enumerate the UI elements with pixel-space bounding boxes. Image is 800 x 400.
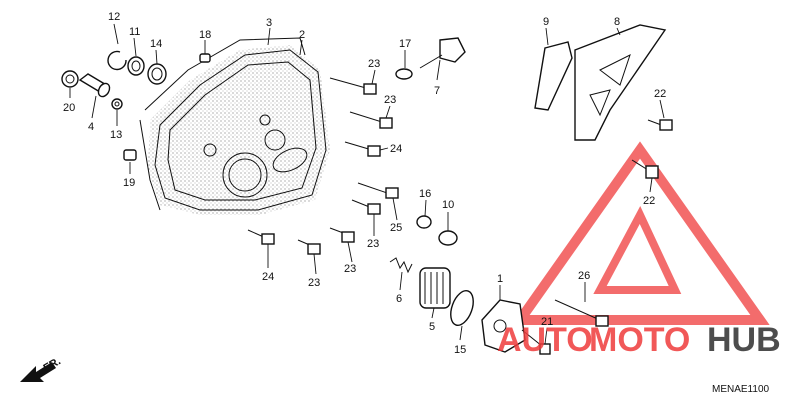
bolt-25 (357, 182, 399, 199)
watermark-word-hub: HUB (707, 321, 781, 359)
bolt-22-a (647, 119, 673, 131)
callout-23-low: 23 (367, 238, 379, 250)
callout-7: 7 (434, 85, 440, 97)
callout-labels: 12 11 14 18 3 2 20 4 13 19 17 7 9 8 22 2… (63, 11, 666, 356)
bolt-23-e (297, 239, 321, 255)
watermark-text: AUTO MOTO HUB (497, 321, 781, 359)
sprocket-plate-9 (534, 41, 573, 111)
callout-13: 13 (110, 129, 122, 141)
drain-bolt-10 (438, 230, 458, 246)
spring-6 (389, 257, 413, 274)
callout-8: 8 (614, 16, 620, 28)
bolt-26 (554, 299, 609, 327)
washer-13 (111, 98, 123, 110)
washer-16 (416, 215, 432, 229)
bearing-14 (147, 63, 167, 85)
sprocket-cover-8 (574, 24, 667, 141)
o-ring-17 (395, 68, 413, 80)
callout-10: 10 (442, 199, 454, 211)
callout-23-mid: 23 (384, 94, 396, 106)
front-label: FR. (42, 355, 63, 374)
watermark-triangle (510, 141, 770, 325)
callout-3: 3 (266, 17, 272, 29)
watermark-word-moto: MOTO (589, 321, 690, 359)
callout-22-top: 22 (654, 88, 666, 100)
callout-20: 20 (63, 102, 75, 114)
callout-6: 6 (396, 293, 402, 305)
bolt-23-c (351, 199, 381, 215)
callout-12: 12 (108, 11, 120, 23)
front-arrow-icon: FR. (20, 355, 63, 382)
bolt-24-b (247, 229, 275, 245)
callout-2: 2 (299, 29, 305, 41)
callout-23-bottom: 23 (344, 263, 356, 275)
callout-26: 26 (578, 270, 590, 282)
shaft-4 (78, 73, 111, 98)
callout-5: 5 (429, 321, 435, 333)
leader-lines (69, 23, 665, 345)
dowel-pin-19 (123, 149, 137, 161)
callout-21: 21 (541, 316, 553, 328)
washer-11 (127, 56, 145, 76)
callout-16: 16 (419, 188, 431, 200)
diagram-code: MENAE1100 (712, 384, 770, 395)
bolt-group-cover (247, 77, 399, 255)
callout-11: 11 (129, 26, 140, 38)
callout-23-top: 23 (368, 58, 380, 70)
callout-14: 14 (150, 38, 162, 50)
callout-1: 1 (497, 273, 503, 285)
callout-4: 4 (88, 121, 94, 133)
oil-filler-cap-7 (419, 37, 466, 69)
dowel-pin-18 (199, 53, 211, 63)
callout-24-bottom: 24 (262, 271, 274, 283)
callout-25: 25 (390, 222, 402, 234)
bolt-23-d (329, 227, 355, 243)
callout-9: 9 (543, 16, 549, 28)
circlip-12 (107, 50, 127, 71)
watermark-inner-shape (593, 206, 682, 294)
o-ring-15 (450, 290, 474, 326)
watermark-word-auto: AUTO (497, 321, 593, 359)
bolt-23-b (349, 111, 393, 129)
callout-17: 17 (399, 38, 411, 50)
left-crankcase-cover (148, 45, 330, 215)
callout-18: 18 (199, 29, 211, 41)
bolt-24-a (344, 141, 381, 157)
oil-seal-20 (61, 70, 79, 88)
callout-24-right: 24 (390, 143, 402, 155)
callout-15: 15 (454, 344, 466, 356)
watermark-logo (510, 141, 770, 325)
bolt-23-a (329, 77, 377, 95)
callout-22-bottom: 22 (643, 195, 655, 207)
callout-19: 19 (123, 177, 135, 189)
callout-23-bottom-left: 23 (308, 277, 320, 289)
oil-filter-5 (419, 267, 451, 309)
